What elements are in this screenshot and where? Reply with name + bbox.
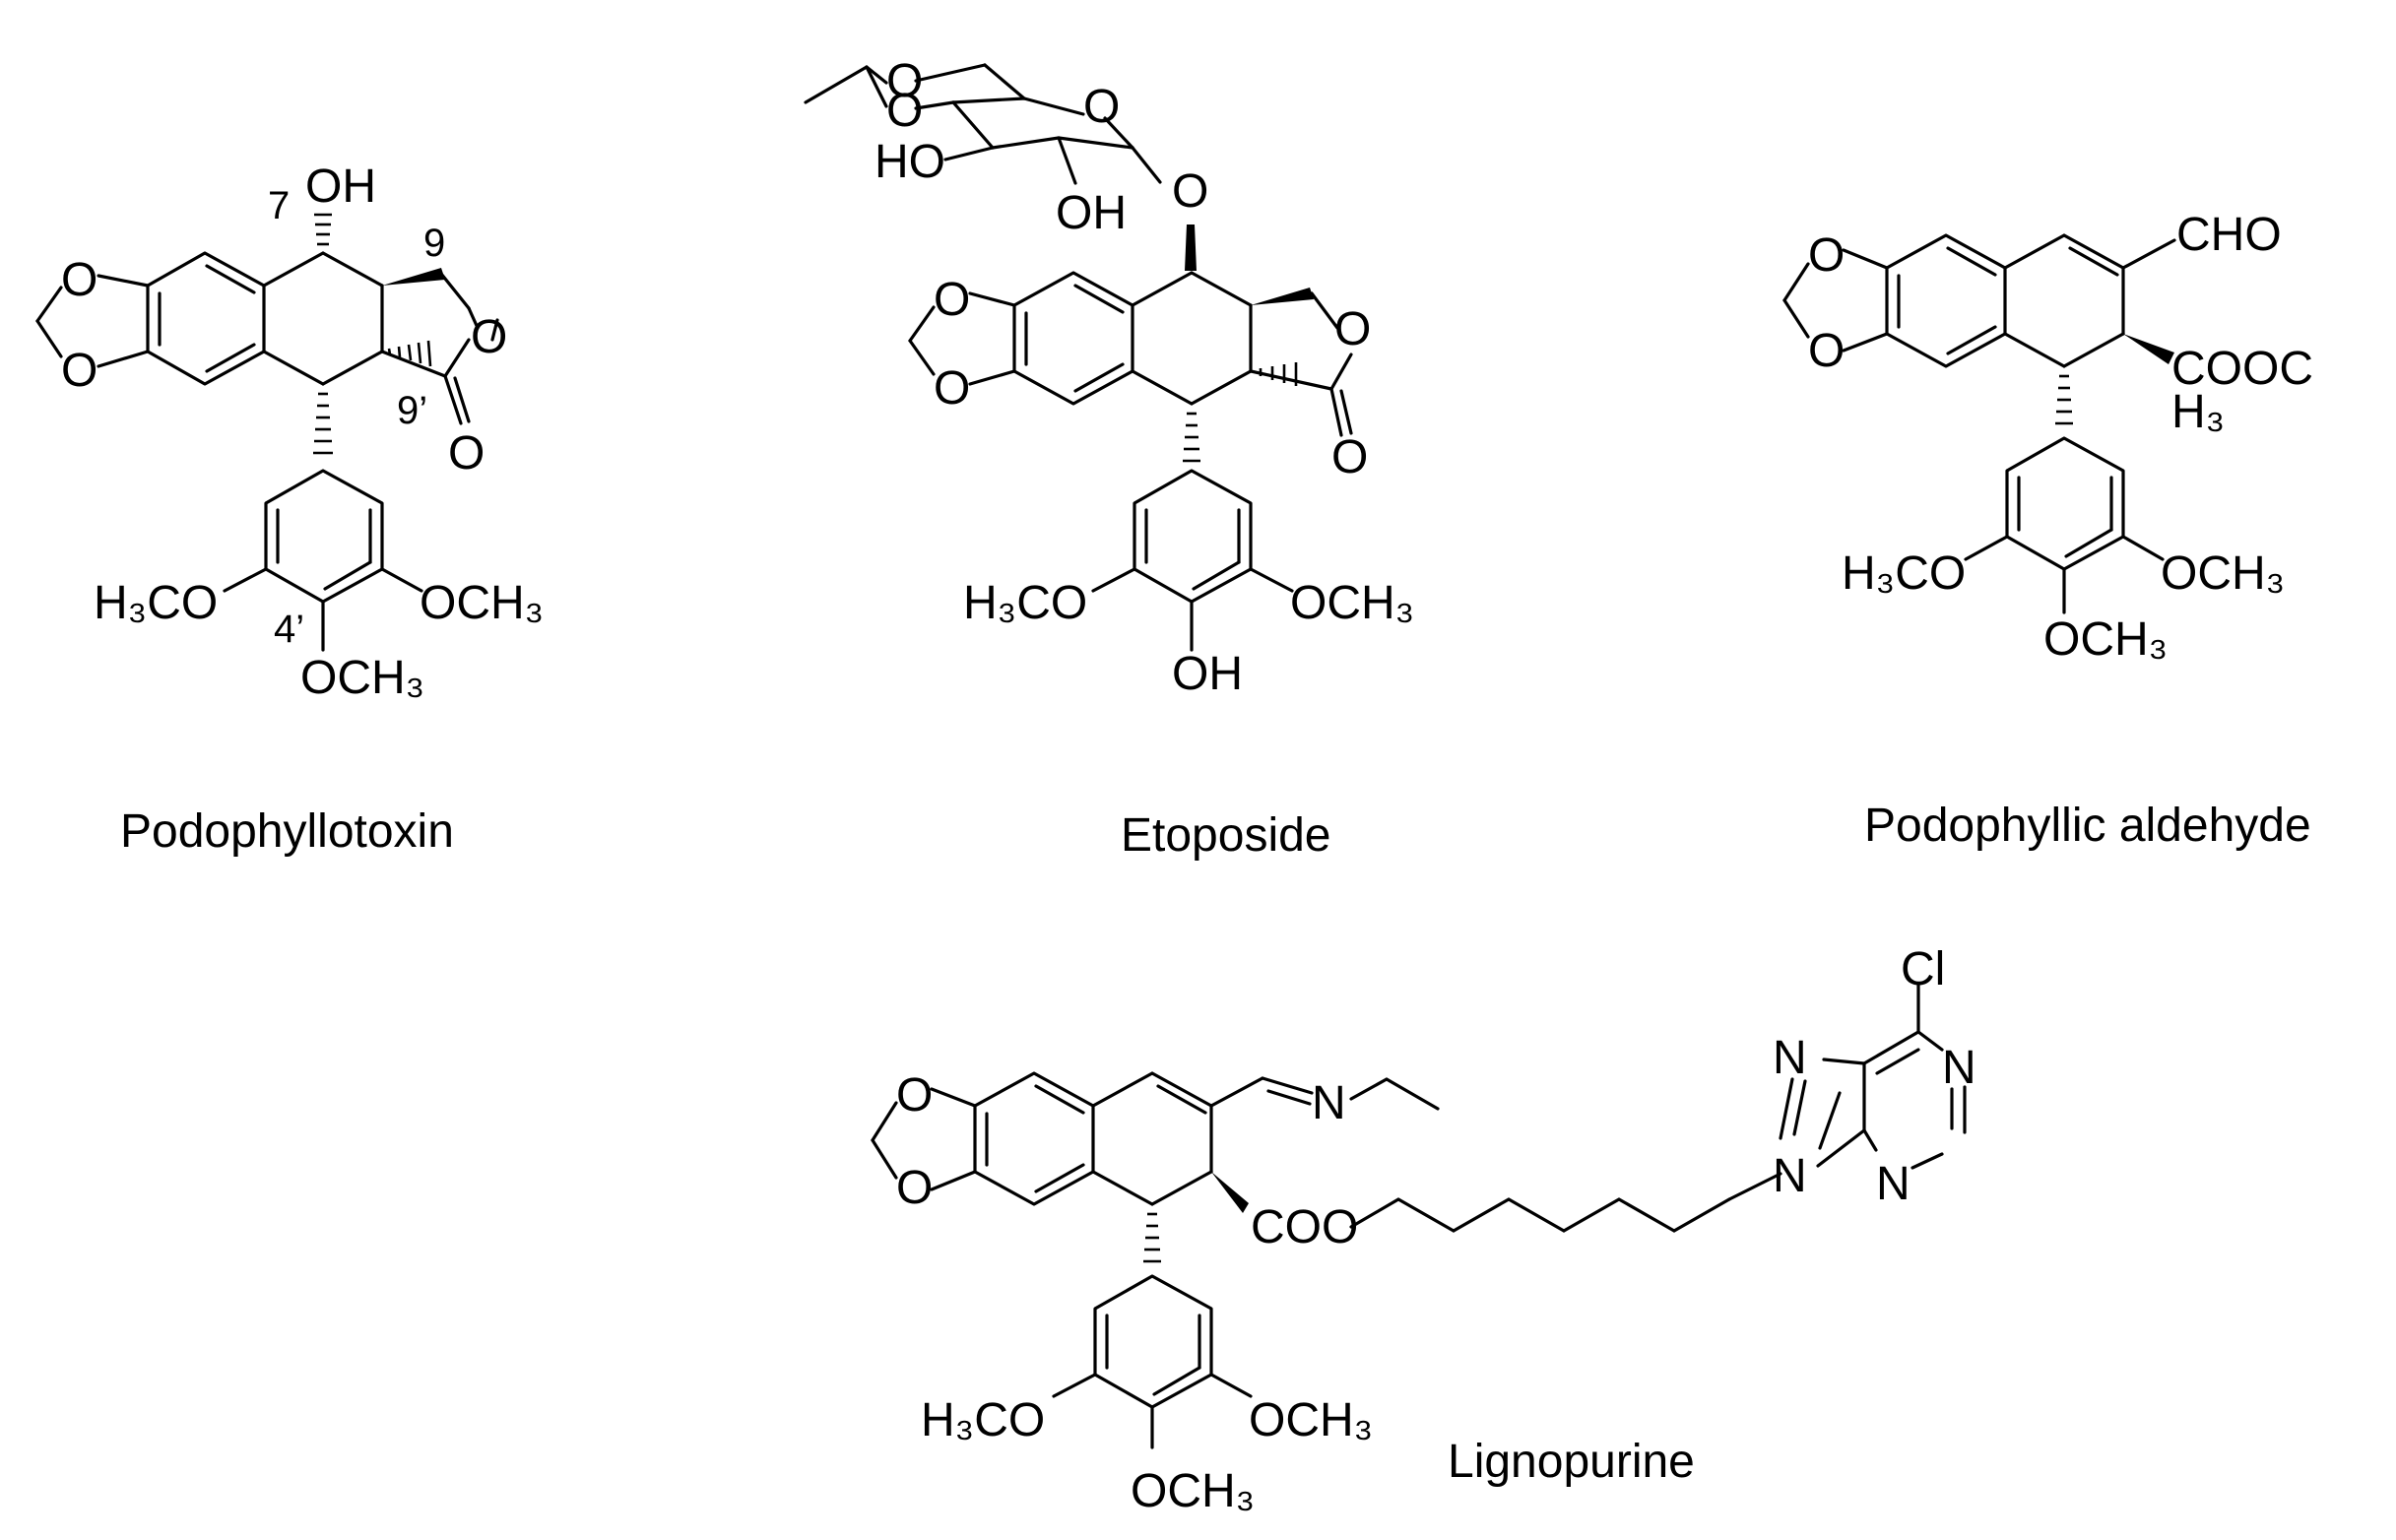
pa-cooc-label: COOC xyxy=(2171,343,2313,395)
eto-o-label: O xyxy=(934,362,970,415)
ptx-oh-label: OH xyxy=(305,160,376,213)
ptx-och3-label: OCH₃ xyxy=(420,577,544,629)
lig-och3-label: OCH₃ xyxy=(1249,1394,1373,1446)
ptx-o-label: O xyxy=(61,254,97,306)
podophyllic-aldehyde-structure: O O CHO COOC H₃ H₃CO OCH₃ OCH₃ xyxy=(1782,209,2313,666)
caption-etoposide: Etoposide xyxy=(1121,809,1331,862)
pa-o-label: O xyxy=(1808,229,1845,282)
ptx-och3-label: OCH₃ xyxy=(300,652,424,704)
lig-o-label: O xyxy=(896,1069,933,1122)
eto-h3co-label: H₃CO xyxy=(963,577,1087,629)
ptx-position-9prime: 9’ xyxy=(397,389,427,432)
eto-o-label: O xyxy=(934,274,970,326)
pa-och3-label: OCH₃ xyxy=(2161,547,2285,600)
ptx-o-label: O xyxy=(61,345,97,397)
lig-n-label: N xyxy=(1312,1077,1346,1129)
pa-o-label: O xyxy=(1808,325,1845,377)
eto-oh-label: OH xyxy=(1056,187,1127,239)
eto-o-label: O xyxy=(1172,165,1208,218)
lig-h3co-label: H₃CO xyxy=(921,1394,1045,1446)
ptx-position-7: 7 xyxy=(268,184,290,227)
pa-cho-label: CHO xyxy=(2176,209,2282,261)
eto-o-label: O xyxy=(1334,303,1371,355)
pa-h3-label: H₃ xyxy=(2171,386,2225,438)
etoposide-structure: O O O HO OH O O O O O H₃CO OCH₃ OH xyxy=(804,55,1414,700)
lig-cl-label: Cl xyxy=(1901,943,1945,995)
eto-o-label: O xyxy=(886,55,923,107)
eto-o-label: O xyxy=(1083,81,1120,133)
ptx-position-9: 9 xyxy=(423,222,445,265)
lig-n-label: N xyxy=(1942,1042,1976,1094)
lig-n-label: N xyxy=(1773,1150,1807,1202)
ptx-o-label: O xyxy=(471,311,507,363)
caption-podophyllotoxin: Podophyllotoxin xyxy=(120,805,454,858)
ptx-h3co-label: H₃CO xyxy=(94,577,218,629)
podophyllotoxin-structure: OH 7 9 9’ 4’ O O O O H₃CO OCH₃ OCH₃ xyxy=(35,160,544,704)
ptx-o-label: O xyxy=(448,427,485,480)
ptx-position-4prime: 4’ xyxy=(274,608,304,651)
lignopurine-structure: O O N COO N N N N Cl H₃CO OCH₃ OCH₃ xyxy=(871,943,1976,1517)
caption-lignopurine: Lignopurine xyxy=(1448,1436,1695,1488)
eto-oh-label: OH xyxy=(1172,648,1243,700)
lig-n-label: N xyxy=(1773,1032,1807,1084)
caption-podophyllic-aldehyde: Podophyllic aldehyde xyxy=(1864,800,2311,852)
pa-h3co-label: H₃CO xyxy=(1842,547,1966,600)
eto-o-label: O xyxy=(1331,431,1368,483)
lig-coo-label: COO xyxy=(1251,1201,1358,1253)
lig-och3-label: OCH₃ xyxy=(1131,1465,1255,1517)
eto-o-label: O xyxy=(886,85,923,137)
pa-och3-label: OCH₃ xyxy=(2043,613,2168,666)
lig-o-label: O xyxy=(896,1162,933,1214)
eto-och3-label: OCH₃ xyxy=(1290,577,1414,629)
eto-ho-label: HO xyxy=(874,136,945,188)
lig-n-label: N xyxy=(1876,1158,1910,1210)
